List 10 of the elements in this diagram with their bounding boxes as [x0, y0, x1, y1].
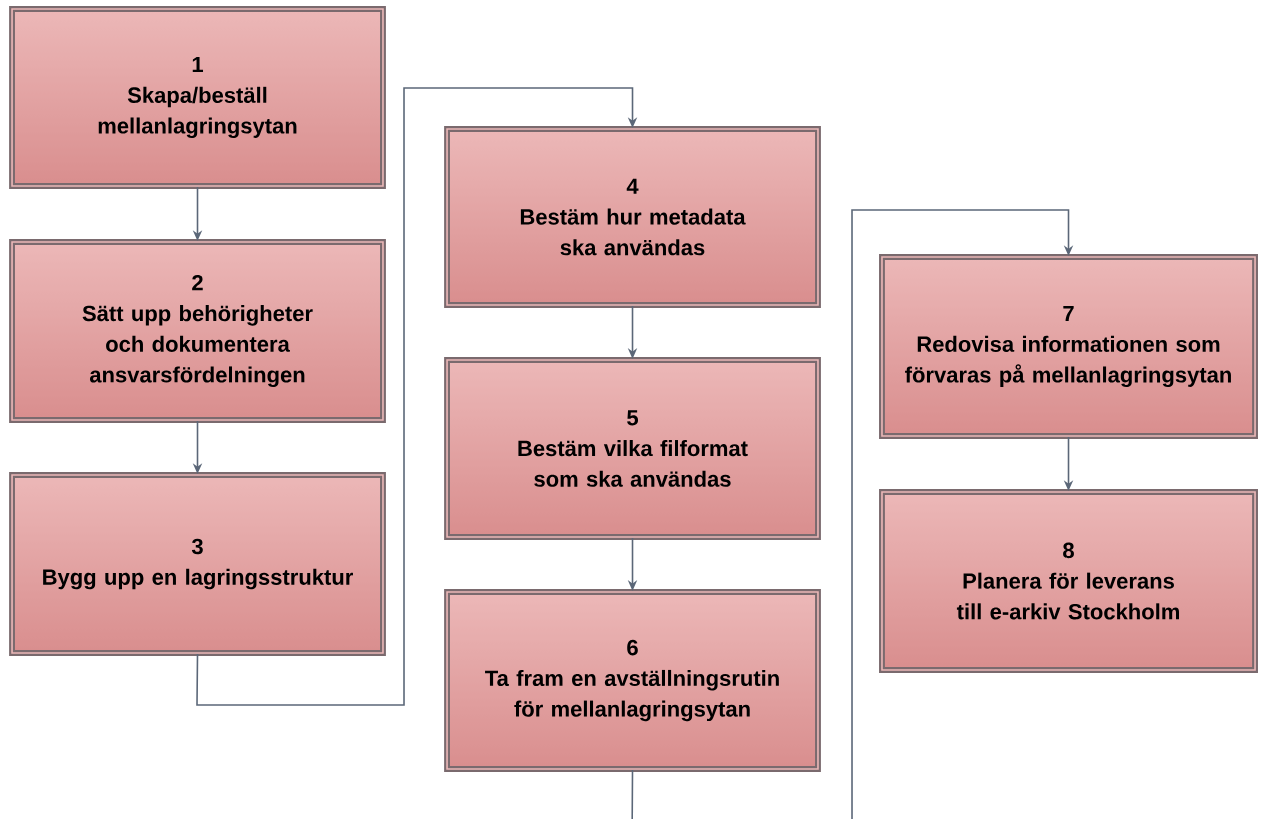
process-box: 2 Sätt upp behörigheter och dokumentera ansvarsfördelningen: [9, 239, 386, 423]
process-box: 1 Skapa/beställ mellanlagringsytan: [9, 6, 386, 189]
arrow: [196, 87, 638, 706]
process-box: 5 Bestäm vilka filformat som ska användas: [444, 357, 821, 540]
process-box: 4 Bestäm hur metadata ska användas: [444, 126, 821, 308]
arrow: [631, 209, 1074, 819]
process-box: 3 Bygg upp en lagringsstruktur: [9, 472, 386, 656]
process-box: 6 Ta fram en avställningsrutin för mellanlagringsytan: [444, 589, 821, 772]
process-box: 7 Redovisa informationen som förvaras på mellanlagringsytan: [879, 254, 1258, 439]
process-box: 8 Planera för leverans till e-arkiv Stockholm: [879, 489, 1258, 673]
